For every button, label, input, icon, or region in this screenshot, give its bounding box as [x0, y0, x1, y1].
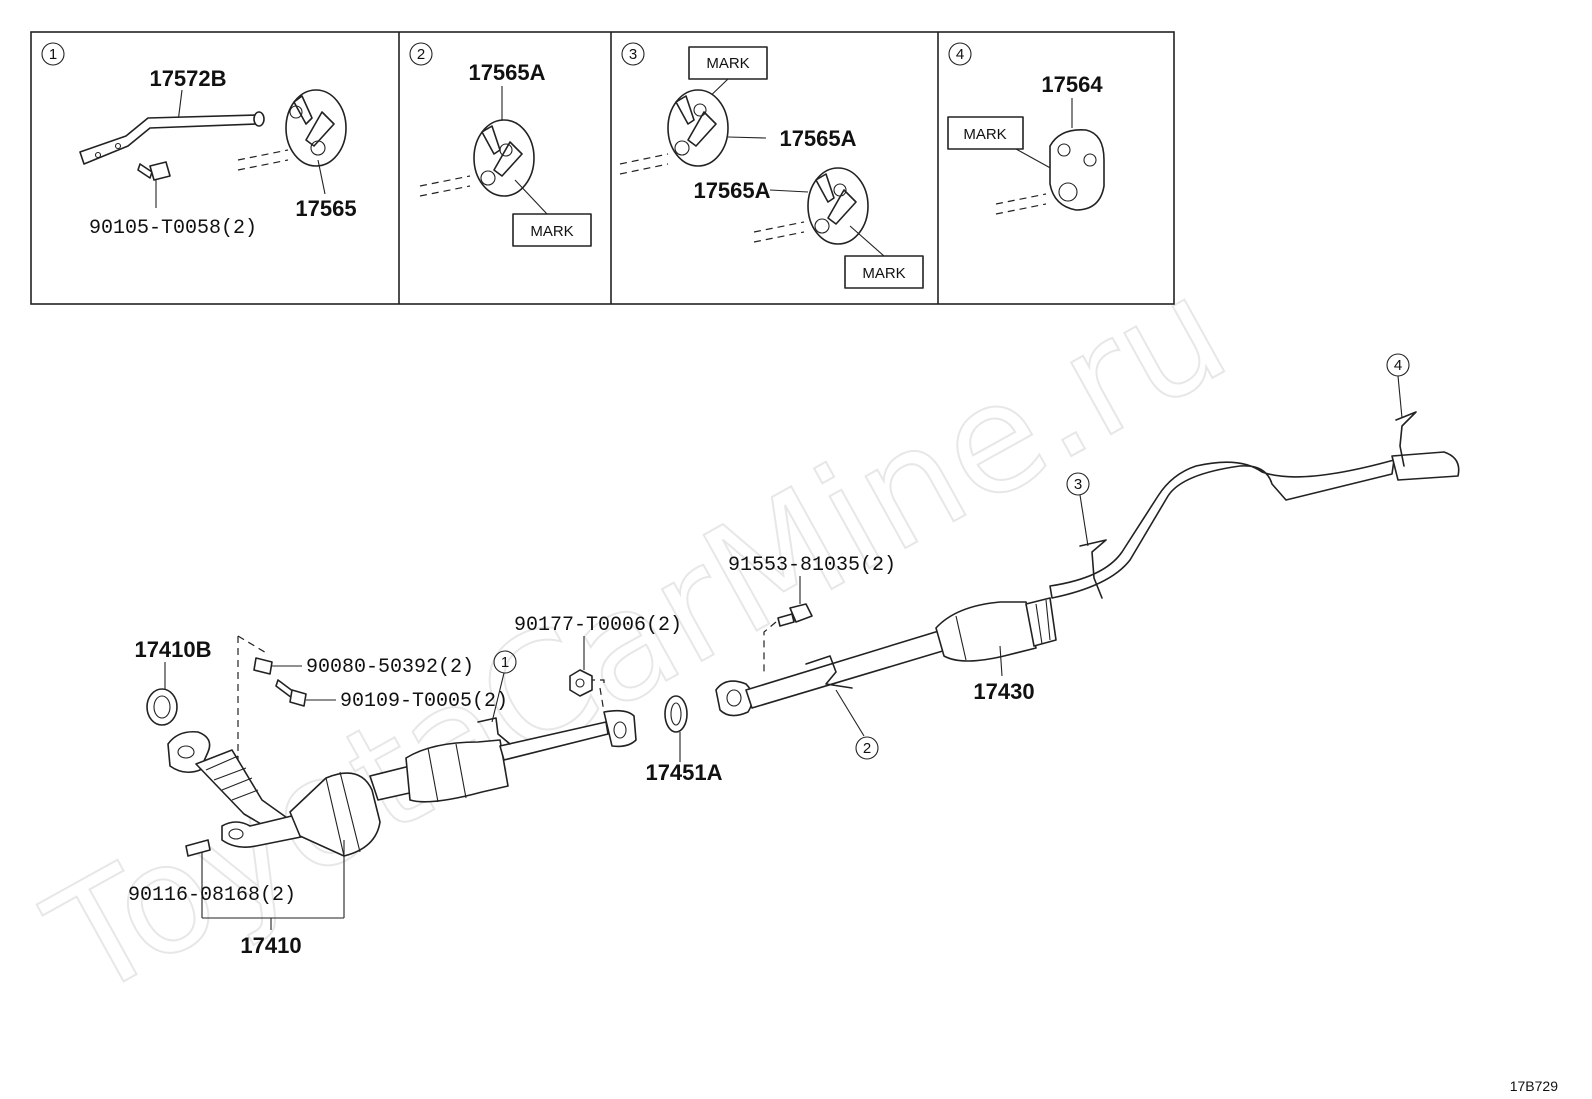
front-pipe-converter-assembly — [167, 709, 637, 857]
part-label: 17565 — [295, 196, 356, 221]
callout-3: 3 — [1074, 476, 1082, 493]
nut-icon — [569, 669, 593, 697]
mark-label: MARK — [963, 126, 1006, 143]
part-label-90116: 90116-08168(2) — [128, 884, 296, 907]
part-label-17410: 17410 — [240, 933, 301, 958]
panel-number: 1 — [49, 46, 57, 63]
part-label: 17565A — [468, 60, 545, 85]
gasket-icon — [146, 688, 178, 726]
callout-1: 1 — [501, 654, 509, 671]
panel-number: 3 — [629, 46, 637, 63]
part-label-17410b: 17410B — [134, 637, 211, 662]
mark-label: MARK — [706, 55, 749, 72]
rubber-hanger-icon — [419, 119, 535, 197]
rubber-hanger-icon — [753, 167, 869, 245]
rubber-hanger-icon — [619, 89, 729, 175]
callout-4: 4 — [1394, 357, 1402, 374]
mark-label: MARK — [530, 223, 573, 240]
bolt-icon — [777, 603, 813, 627]
bolt-icon — [137, 161, 171, 208]
part-label: 17565A — [693, 178, 770, 203]
part-label-17451a: 17451A — [645, 760, 722, 785]
mark-label: MARK — [862, 265, 905, 282]
panel-2: 2 17565A MARK — [409, 42, 592, 247]
stud-icon — [185, 839, 211, 857]
panel-3: 3 MARK 17565A 17565A MARK — [619, 42, 924, 289]
part-label-90109: 90109-T0005(2) — [340, 690, 508, 713]
diagram-code: 17B729 — [1510, 1078, 1558, 1094]
part-label-91553: 91553-81035(2) — [728, 554, 896, 577]
part-label: 17572B — [149, 66, 226, 91]
panel-1: 1 17572B 90105-T0058(2) 17565 — [41, 42, 357, 240]
part-label-90080: 90080-50392(2) — [306, 656, 474, 679]
gasket-icon — [664, 695, 688, 733]
panel-4: 4 17564 MARK — [947, 42, 1105, 215]
detail-panels — [30, 31, 1175, 305]
bolt-icon — [275, 679, 307, 707]
callout-2: 2 — [863, 740, 871, 757]
bracket-rod-icon — [79, 111, 265, 165]
part-label-90177: 90177-T0006(2) — [514, 614, 682, 637]
rubber-hanger-icon — [995, 129, 1105, 215]
part-label-17430: 17430 — [973, 679, 1034, 704]
part-label: 17564 — [1041, 72, 1103, 97]
part-label: 90105-T0058(2) — [89, 217, 257, 240]
panel-number: 2 — [417, 46, 425, 63]
rubber-hanger-icon — [237, 89, 347, 171]
part-label: 17565A — [779, 126, 856, 151]
stud-icon — [253, 657, 273, 675]
panel-number: 4 — [956, 46, 964, 63]
center-tail-pipe-assembly — [715, 411, 1460, 717]
